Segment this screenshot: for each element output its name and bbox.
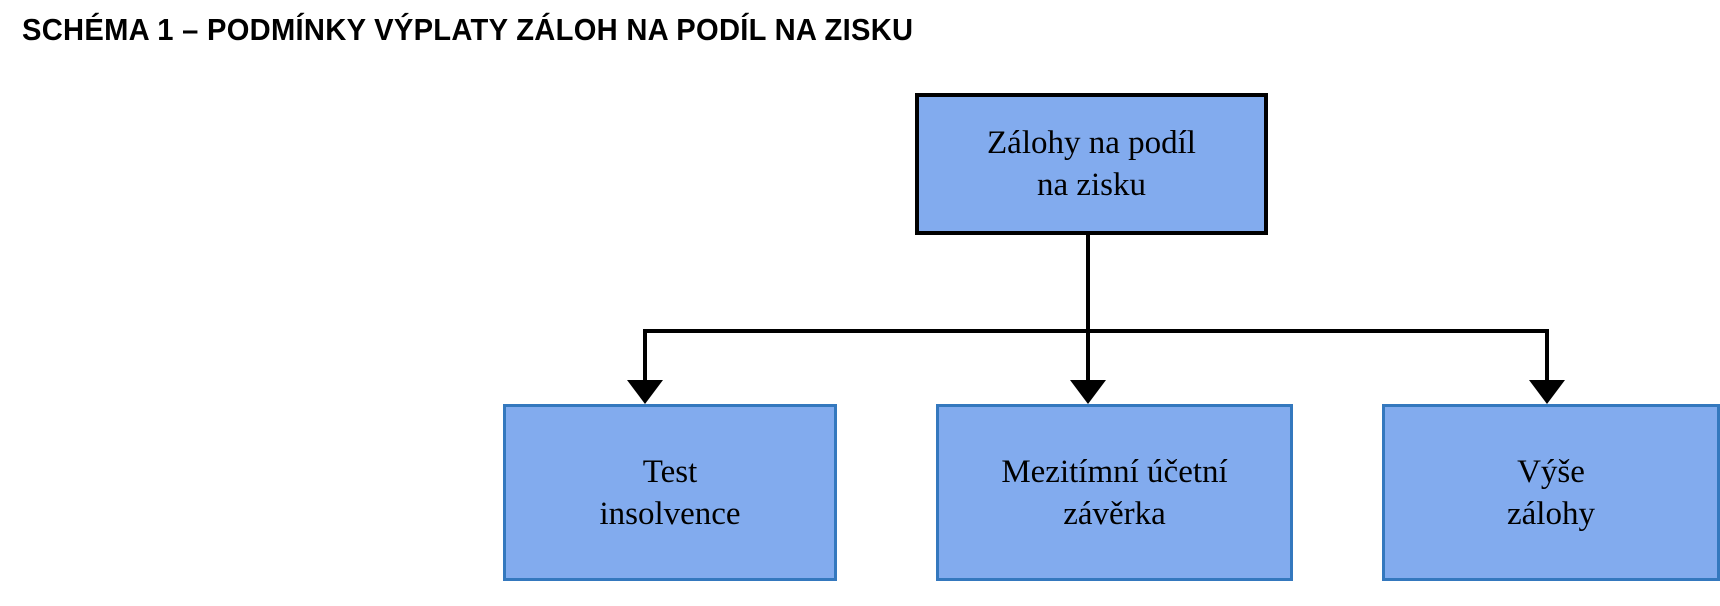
node-test-insolvence: Test insolvence <box>503 404 837 581</box>
node-mezitimni-ucetni-zaverka: Mezitímní účetní závěrka <box>936 404 1293 581</box>
node-amount-label: Výše zálohy <box>1507 453 1595 532</box>
page-title: SCHÉMA 1 – PODMÍNKY VÝPLATY ZÁLOH NA POD… <box>22 12 914 47</box>
arrowhead-middle <box>1070 380 1106 404</box>
node-vyse-zalohy: Výše zálohy <box>1382 404 1720 581</box>
arrowhead-left <box>627 380 663 404</box>
arrowhead-right <box>1529 380 1565 404</box>
node-insolvency-label: Test insolvence <box>599 453 741 532</box>
node-root-label: Zálohy na podíl na zisku <box>987 125 1196 203</box>
node-statement-label: Mezitímní účetní závěrka <box>1001 453 1228 532</box>
node-zalohy-na-podil-na-zisku: Zálohy na podíl na zisku <box>915 93 1268 235</box>
